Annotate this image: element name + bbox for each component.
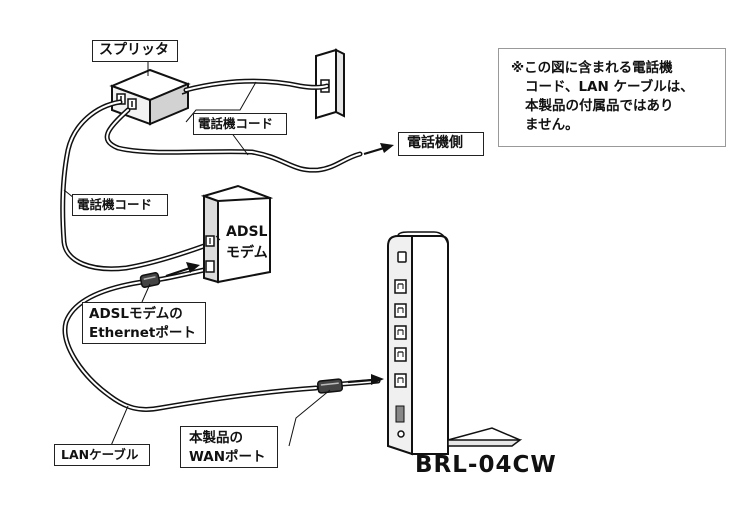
phone-side-label: 電話機側 [398, 132, 484, 156]
phone-cord-top-label: 電話機コード [193, 113, 287, 135]
adsl-ethernet-port-label-line2: Ethernetポート [89, 325, 196, 341]
adsl-ethernet-port-label-line1: ADSLモデムの [89, 306, 183, 322]
wan-port-label-line1: 本製品の [189, 430, 243, 446]
wan-port-label-line2: WANポート [189, 449, 266, 465]
wan-port-label: 本製品の WANポート [180, 426, 278, 468]
note-line-2: コード、LAN ケーブルは、 [525, 79, 694, 95]
arrow-to-modem-port [165, 262, 200, 278]
lan-cable-label: LANケーブル [54, 444, 150, 466]
splitter-device [109, 68, 191, 126]
note-box: ※この図に含まれる電話機 コード、LAN ケーブルは、 本製品の付属品ではあり … [498, 48, 726, 147]
splitter-label: スプリッタ [92, 40, 178, 62]
phone-cord-left-label: 電話機コード [72, 194, 168, 216]
note-line-3: 本製品の付属品ではあり [525, 98, 674, 114]
note-line-1: ※この図に含まれる電話機 [511, 60, 673, 76]
adsl-modem-label-line1: ADSL [226, 224, 268, 240]
ferrite-core-top [139, 272, 161, 288]
wall-jack [315, 48, 345, 120]
adsl-modem [200, 184, 274, 284]
router-device [387, 231, 523, 456]
model-name: BRL-04CW [415, 452, 557, 478]
adsl-ethernet-port-label: ADSLモデムの Ethernetポート [82, 302, 206, 344]
ferrite-core-bottom [316, 378, 344, 394]
note-line-4: ません。 [525, 117, 579, 133]
arrow-to-wan-port [347, 374, 384, 385]
arrow-to-phone-side [363, 143, 394, 156]
adsl-modem-label-line2: モデム [226, 245, 268, 261]
